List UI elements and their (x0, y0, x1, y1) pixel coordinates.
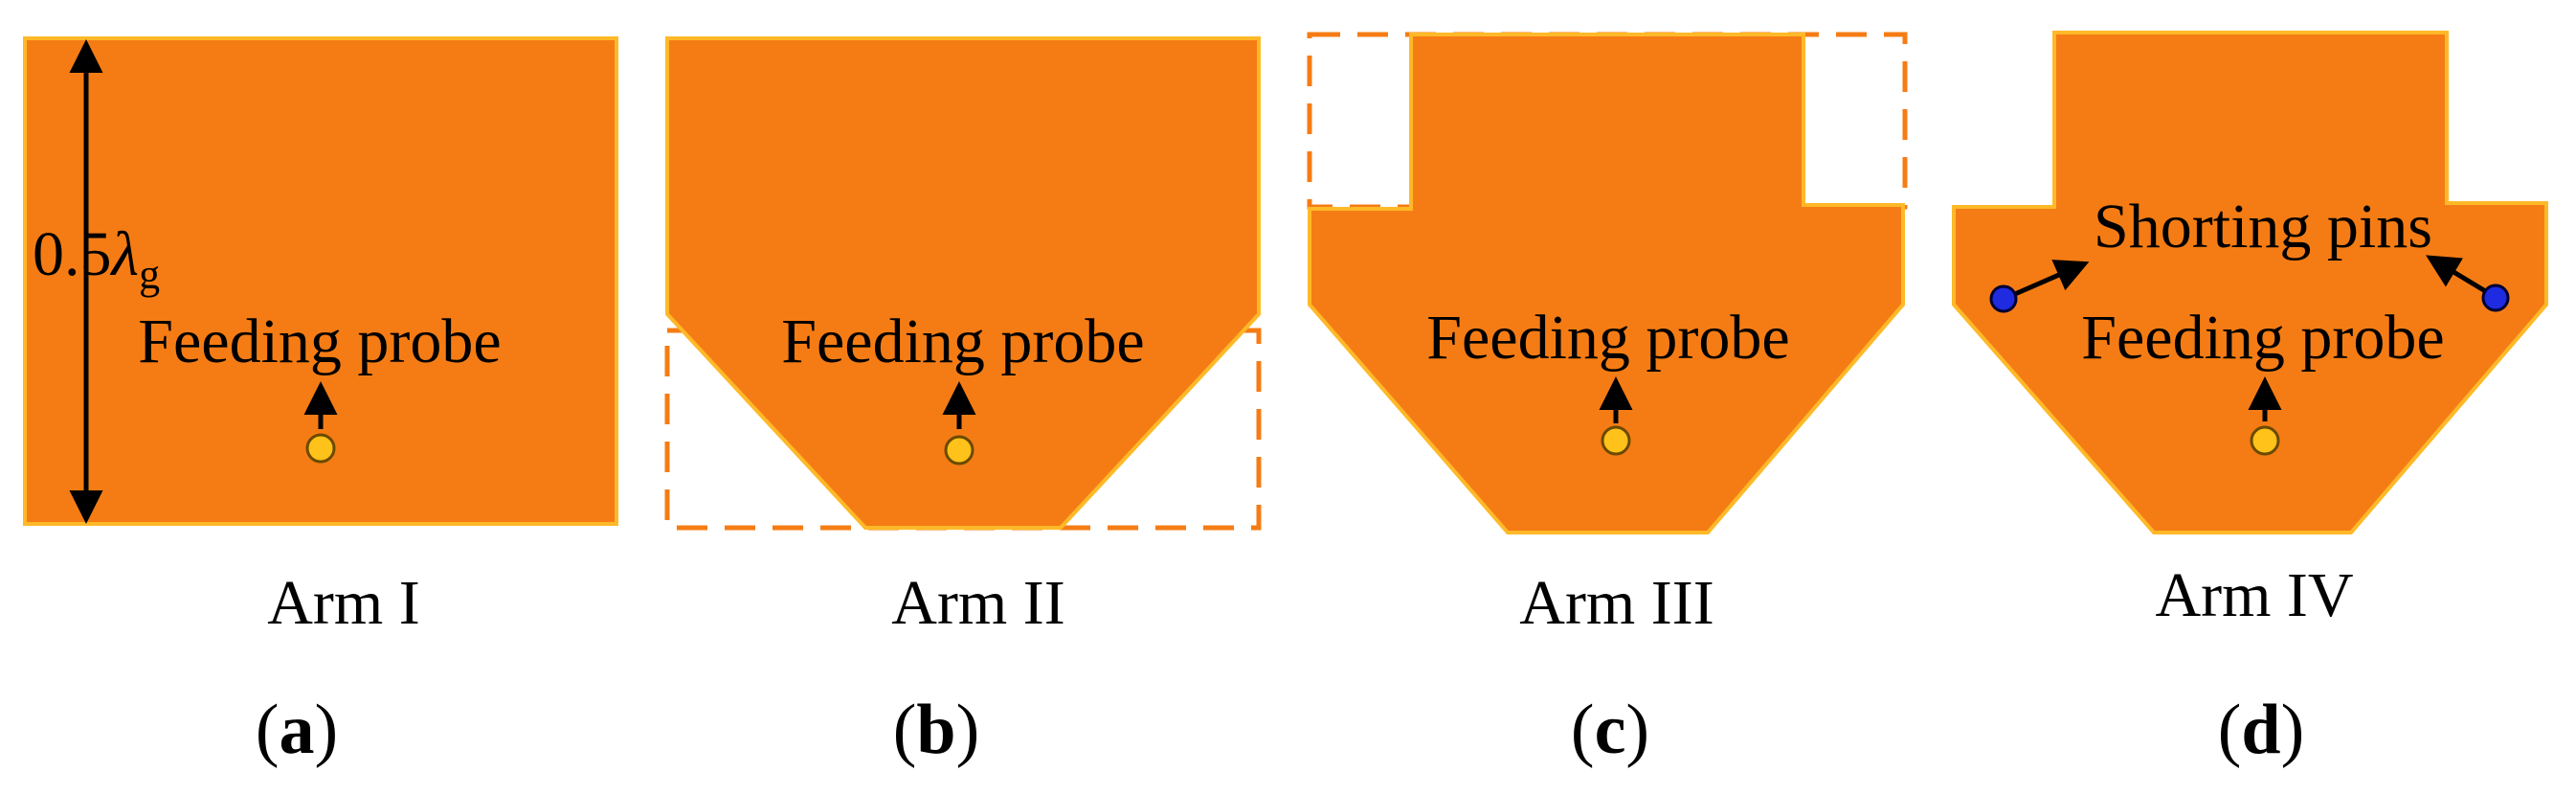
feeding-probe-icon (305, 433, 336, 464)
shorting-pins-label: Shorting pins (2094, 192, 2432, 261)
panel-c: Feeding probe Arm III (c) (1307, 32, 1908, 769)
arm-caption: Arm I (267, 568, 419, 638)
feeding-probe-icon (2250, 425, 2280, 456)
panel-label: (c) (1571, 691, 1649, 769)
panel-label: (d) (2218, 691, 2304, 769)
arm-iii-patch (1308, 33, 1905, 534)
arm-caption: Arm IV (2155, 560, 2353, 630)
panel-label: (a) (256, 691, 338, 769)
right-shorting-pin-icon (2481, 284, 2510, 312)
panel-label: (b) (893, 691, 979, 769)
panel-b: Feeding probe Arm II (b) (664, 36, 1262, 769)
panel-a: 0.5λg Feeding probe Arm I (a) (23, 36, 618, 769)
feeding-probe-label: Feeding probe (1426, 303, 1789, 373)
arm-ii-patch (665, 36, 1261, 530)
feeding-probe-label: Feeding probe (138, 307, 501, 376)
feeding-probe-label: Feeding probe (2081, 303, 2444, 373)
right-pin-arrow (2426, 255, 2494, 298)
feeding-probe-label: Feeding probe (781, 307, 1144, 376)
panel-d: Shorting pins Feeding probe Arm IV (d) (1952, 31, 2548, 769)
left-shorting-pin-icon (1989, 284, 2018, 313)
left-pin-arrow (2007, 260, 2090, 300)
feeding-probe-icon (944, 435, 974, 466)
dimension-label: 0.5λg (33, 219, 160, 298)
feeding-probe-icon (1601, 425, 1631, 456)
arm-caption: Arm II (891, 568, 1064, 638)
arm-iv-patch (1952, 31, 2548, 534)
arm-caption: Arm III (1519, 568, 1714, 638)
